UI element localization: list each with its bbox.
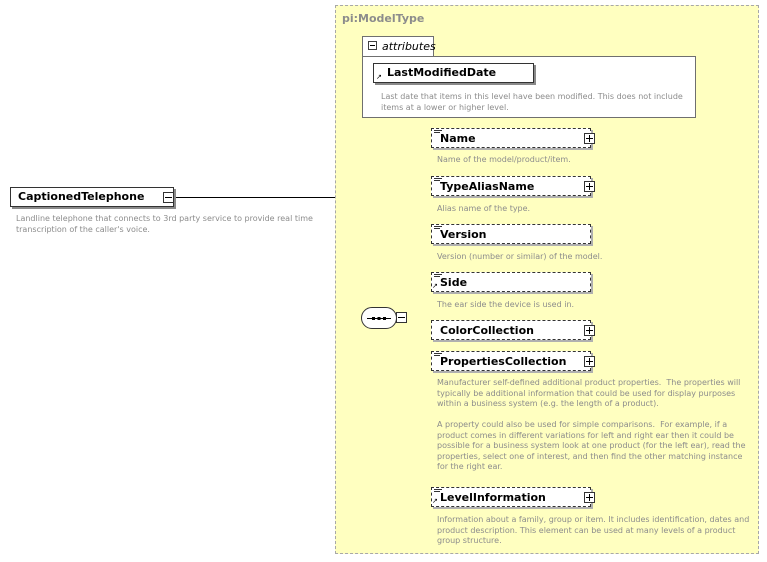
attributes-tab[interactable]	[362, 36, 434, 56]
element-propertiescollection-description: Manufacturer self-defined additional pro…	[437, 378, 746, 471]
element-side-box[interactable]	[431, 272, 591, 292]
element-typealiasname-label: TypeAliasName	[440, 180, 535, 193]
element-side-description: The ear side the device is used in.	[437, 300, 575, 309]
expand-typealiasname-button[interactable]	[584, 181, 595, 192]
attributes-label: attributes	[382, 40, 436, 53]
attribute-name: LastModifiedDate	[387, 66, 497, 79]
element-name-label: Name	[440, 132, 476, 145]
element-version-box[interactable]	[431, 224, 591, 244]
element-name-description: Name of the model/product/item.	[437, 155, 571, 164]
sequence-icon	[367, 317, 391, 320]
element-side-label: Side	[440, 276, 468, 289]
expand-name-button[interactable]	[584, 133, 595, 144]
root-element-name: CaptionedTelephone	[18, 190, 145, 203]
expand-colorcollection-button[interactable]	[584, 325, 595, 336]
attribute-lastmodifieddate[interactable]	[373, 63, 534, 83]
reference-arrow-icon: ↗	[376, 73, 382, 81]
element-version-label: Version	[440, 228, 487, 241]
collapse-attributes-icon[interactable]	[368, 41, 377, 50]
collapse-root-button[interactable]	[163, 192, 174, 203]
reference-arrow-icon: ↗	[432, 497, 438, 505]
element-version-description: Version (number or similar) of the model…	[437, 252, 603, 261]
reference-arrow-icon: ↗	[432, 282, 438, 290]
element-colorcollection-label: ColorCollection	[440, 324, 534, 337]
attribute-description: Last date that items in this level have …	[381, 92, 683, 112]
documentation-icon	[434, 225, 442, 232]
expand-levelinformation-button[interactable]	[584, 492, 595, 503]
element-propertiescollection-label: PropertiesCollection	[440, 355, 567, 368]
root-element-description: Landline telephone that connects to 3rd …	[16, 214, 313, 234]
element-levelinformation-description: Information about a family, group or ite…	[437, 515, 750, 545]
sequence-compositor[interactable]	[361, 307, 397, 329]
documentation-icon	[434, 352, 442, 359]
documentation-icon	[434, 177, 442, 184]
element-levelinformation-label: LevelInformation	[440, 491, 546, 504]
collapse-sequence-button[interactable]	[396, 312, 407, 323]
documentation-icon	[434, 129, 442, 136]
documentation-icon	[434, 488, 442, 495]
complex-type-name: pi:ModelType	[342, 12, 425, 25]
element-typealiasname-description: Alias name of the type.	[437, 204, 531, 213]
expand-propertiescollection-button[interactable]	[584, 356, 595, 367]
documentation-icon	[434, 273, 442, 280]
